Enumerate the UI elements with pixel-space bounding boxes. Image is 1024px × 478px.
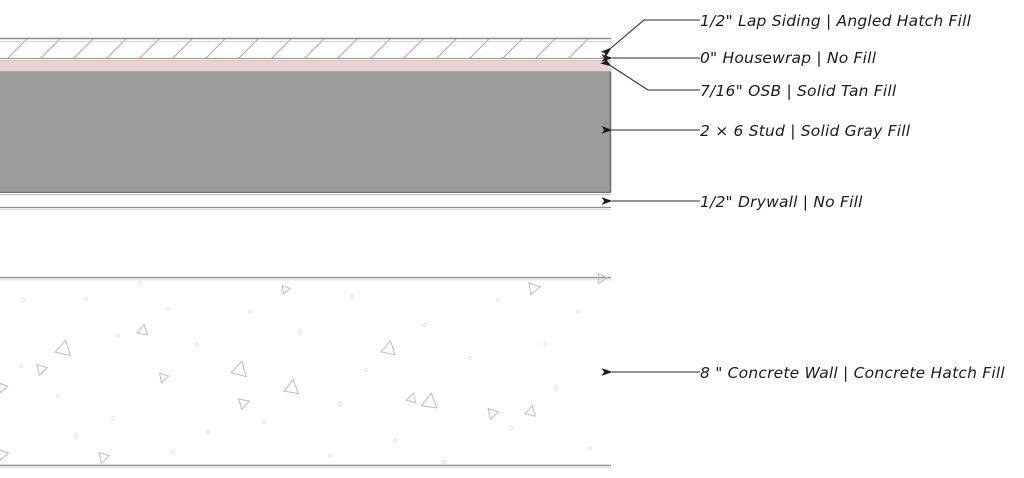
concrete-wall-section: [0, 272, 611, 469]
concrete-hatch-dot: [423, 323, 427, 327]
concrete-hatch-triangle: [0, 382, 9, 394]
callout-label: 8 " Concrete Wall | Concrete Hatch Fill: [700, 364, 1005, 382]
callout-label: 2 × 6 Stud | Solid Gray Fill: [700, 122, 911, 140]
concrete-hatch-dot: [206, 430, 210, 434]
concrete-hatch-dot: [543, 342, 547, 346]
concrete-hatch-dot: [74, 435, 78, 439]
leader-line-with-arrow: [600, 57, 700, 91]
concrete-hatch-dot: [298, 331, 302, 335]
concrete-hatch-triangle: [158, 372, 170, 384]
concrete-hatch-dot: [116, 333, 120, 337]
callout-concrete[interactable]: 8 " Concrete Wall | Concrete Hatch Fill: [601, 364, 1005, 382]
concrete-hatch-dot: [509, 426, 513, 430]
concrete-hatch-triangle: [36, 364, 49, 377]
osb-body: [0, 60, 611, 72]
callout-label: 0" Housewrap | No Fill: [700, 49, 877, 67]
concrete-hatch-dot: [496, 298, 500, 302]
concrete-hatch-fill: [0, 272, 608, 465]
callout-label: 1/2" Lap Siding | Angled Hatch Fill: [700, 12, 972, 30]
concrete-hatch-triangle: [237, 398, 251, 411]
callout-lap-siding[interactable]: 1/2" Lap Siding | Angled Hatch Fill: [600, 12, 972, 58]
lap-siding-hatch-fill: [0, 38, 611, 58]
concrete-hatch-dot: [442, 460, 446, 464]
concrete-hatch-triangle: [523, 404, 537, 417]
concrete-wall-body: [0, 277, 611, 466]
concrete-hatch-dot: [554, 385, 558, 389]
concrete-hatch-dot: [56, 394, 60, 398]
leader-line-with-arrow: [600, 19, 700, 58]
concrete-hatch-triangle: [0, 448, 10, 462]
concrete-hatch-dot: [328, 453, 332, 457]
concrete-hatch-triangle: [420, 392, 438, 409]
callout-label: 1/2" Drywall | No Fill: [700, 193, 863, 211]
concrete-hatch-triangle: [528, 281, 542, 296]
framed-wall-assembly: [0, 37, 612, 210]
concrete-hatch-triangle: [405, 392, 417, 404]
concrete-hatch-dot: [588, 447, 592, 451]
concrete-hatch-triangle: [98, 451, 111, 465]
concrete-hatch-dot: [166, 307, 170, 311]
concrete-hatch-triangle: [281, 284, 291, 295]
concrete-hatch-dot: [262, 420, 266, 424]
callout-drywall[interactable]: 1/2" Drywall | No Fill: [601, 193, 863, 211]
concrete-hatch-dot: [350, 295, 354, 299]
concrete-hatch-triangle: [380, 339, 396, 356]
concrete-hatch-dot: [19, 364, 23, 368]
concrete-hatch-dot: [84, 297, 88, 301]
concrete-hatch-dot: [111, 416, 115, 420]
layer-osb: [0, 60, 611, 72]
concrete-hatch-triangle: [230, 360, 247, 378]
callout-label: 7/16" OSB | Solid Tan Fill: [700, 82, 897, 100]
concrete-hatch-triangle: [597, 272, 608, 285]
concrete-hatch-dot: [364, 368, 368, 372]
annotation-callouts: 1/2" Lap Siding | Angled Hatch Fill 0" Ho…: [600, 12, 1005, 382]
concrete-hatch-triangle: [283, 378, 299, 395]
concrete-hatch-dot: [468, 356, 472, 360]
concrete-hatch-dot: [576, 309, 580, 313]
callout-osb[interactable]: 7/16" OSB | Solid Tan Fill: [600, 57, 897, 100]
concrete-hatch-triangle: [54, 339, 72, 356]
concrete-hatch-triangle: [136, 323, 149, 336]
concrete-hatch-dot: [195, 343, 199, 347]
concrete-hatch-dot: [338, 402, 342, 406]
drywall-body: [0, 194, 611, 209]
callout-stud[interactable]: 2 × 6 Stud | Solid Gray Fill: [601, 122, 911, 140]
stud-body: [0, 72, 611, 192]
callout-housewrap[interactable]: 0" Housewrap | No Fill: [601, 49, 877, 67]
layer-stud: [0, 72, 612, 193]
concrete-hatch-dot: [21, 298, 25, 302]
layer-drywall: [0, 194, 611, 210]
concrete-hatch-dot: [171, 450, 175, 454]
layer-lap-siding: [0, 37, 611, 58]
concrete-hatch-triangle: [487, 407, 500, 421]
concrete-hatch-dot: [248, 309, 252, 313]
concrete-hatch-dot: [393, 439, 397, 443]
concrete-hatch-dot: [138, 281, 142, 285]
